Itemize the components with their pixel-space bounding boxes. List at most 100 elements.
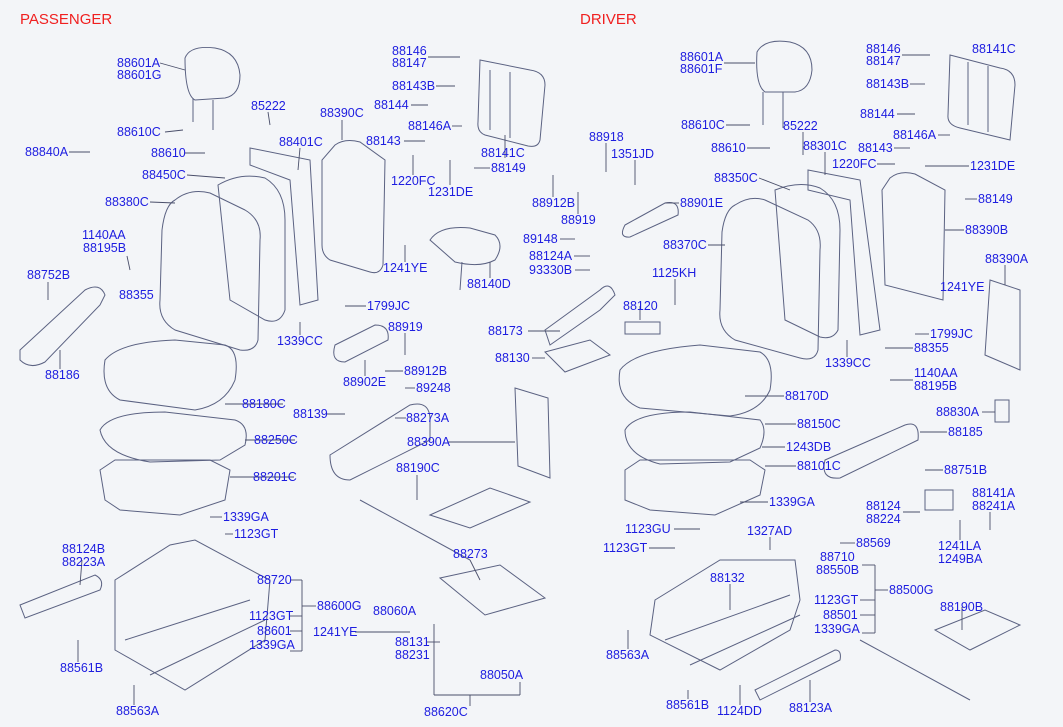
- part-number-label[interactable]: 1799JC: [930, 327, 974, 341]
- part-number-label[interactable]: 88901E: [680, 196, 724, 210]
- part-number-label[interactable]: 85222: [783, 119, 818, 133]
- part-number-label[interactable]: 88561B: [60, 661, 104, 675]
- part-number-label[interactable]: 88752B: [27, 268, 71, 282]
- part-number-label[interactable]: 88918: [589, 130, 624, 144]
- part-number-label[interactable]: 88501: [823, 608, 858, 622]
- part-number-label[interactable]: 88150C: [797, 417, 841, 431]
- part-number-label[interactable]: 89248: [416, 381, 451, 395]
- part-number-label[interactable]: 88710: [820, 550, 855, 564]
- part-number-label[interactable]: 88601G: [117, 68, 162, 82]
- part-number-label[interactable]: 88561B: [666, 698, 710, 712]
- part-number-label[interactable]: 88190C: [396, 461, 440, 475]
- part-number-label[interactable]: 88500G: [889, 583, 934, 597]
- part-number-label[interactable]: 88390C: [320, 106, 364, 120]
- part-number-label[interactable]: 1799JC: [367, 299, 411, 313]
- part-number-label[interactable]: 93330B: [529, 263, 573, 277]
- part-number-label[interactable]: 1140AA: [914, 366, 958, 380]
- part-number-label[interactable]: 1123GT: [249, 609, 294, 623]
- part-number-label[interactable]: 1231DE: [428, 185, 474, 199]
- part-number-label[interactable]: 88563A: [116, 704, 160, 718]
- part-number-label[interactable]: 88146: [866, 42, 901, 56]
- part-number-label[interactable]: 88370C: [663, 238, 707, 252]
- part-number-label[interactable]: 88601F: [680, 62, 723, 76]
- part-number-label[interactable]: 88350C: [714, 171, 758, 185]
- part-number-label[interactable]: 88450C: [142, 168, 186, 182]
- part-number-label[interactable]: 88130: [495, 351, 530, 365]
- part-number-label[interactable]: 1339GA: [769, 495, 815, 509]
- part-number-label[interactable]: 1125KH: [652, 266, 697, 280]
- part-number-label[interactable]: 88390B: [965, 223, 1009, 237]
- part-number-label[interactable]: 88147: [392, 56, 427, 70]
- part-number-label[interactable]: 88124B: [62, 542, 106, 556]
- part-number-label[interactable]: 1339CC: [277, 334, 323, 348]
- part-number-label[interactable]: 88601A: [117, 56, 161, 70]
- part-number-label[interactable]: 88390A: [407, 435, 451, 449]
- part-number-label[interactable]: 88224: [866, 512, 901, 526]
- part-number-label[interactable]: 88720: [257, 573, 292, 587]
- part-number-label[interactable]: 88201C: [253, 470, 297, 484]
- part-number-label[interactable]: 88173: [488, 324, 523, 338]
- part-number-label[interactable]: 1339CC: [825, 356, 871, 370]
- part-number-label[interactable]: 1123GU: [625, 522, 671, 536]
- part-number-label[interactable]: 88250C: [254, 433, 298, 447]
- part-number-label[interactable]: 88060A: [373, 604, 417, 618]
- part-number-label[interactable]: 88180C: [242, 397, 286, 411]
- part-number-label[interactable]: 88610: [711, 141, 746, 155]
- part-number-label[interactable]: 88139: [293, 407, 328, 421]
- part-number-label[interactable]: 88050A: [480, 668, 524, 682]
- part-number-label[interactable]: 88241A: [972, 499, 1016, 513]
- part-number-label[interactable]: 88912B: [404, 364, 448, 378]
- part-number-label[interactable]: 88186: [45, 368, 80, 382]
- part-number-label[interactable]: 88919: [561, 213, 596, 227]
- part-number-label[interactable]: 88131: [395, 635, 430, 649]
- part-number-label[interactable]: 88569: [856, 536, 891, 550]
- part-number-label[interactable]: 88301C: [803, 139, 847, 153]
- part-number-label[interactable]: 88563A: [606, 648, 650, 662]
- part-number-label[interactable]: 88143B: [866, 77, 910, 91]
- part-number-label[interactable]: 88902E: [343, 375, 387, 389]
- part-number-label[interactable]: 88223A: [62, 555, 106, 569]
- part-number-label[interactable]: 88601: [257, 624, 292, 638]
- part-number-label[interactable]: 1241YE: [940, 280, 985, 294]
- part-number-label[interactable]: 88170D: [785, 389, 829, 403]
- part-number-label[interactable]: 88141A: [972, 486, 1016, 500]
- part-number-label[interactable]: 88190B: [940, 600, 984, 614]
- part-number-label[interactable]: 88751B: [944, 463, 988, 477]
- part-number-label[interactable]: 88195B: [914, 379, 958, 393]
- part-number-label[interactable]: 88140D: [467, 277, 511, 291]
- part-number-label[interactable]: 1339GA: [223, 510, 269, 524]
- part-number-label[interactable]: 1123GT: [603, 541, 648, 555]
- part-number-label[interactable]: 1243DB: [786, 440, 832, 454]
- part-number-label[interactable]: 1124DD: [717, 704, 762, 718]
- part-number-label[interactable]: 89148: [523, 232, 558, 246]
- part-number-label[interactable]: 88120: [623, 299, 658, 313]
- part-number-label[interactable]: 88273: [453, 547, 488, 561]
- part-number-label[interactable]: 1123GT: [234, 527, 279, 541]
- part-number-label[interactable]: 88124A: [529, 249, 573, 263]
- part-number-label[interactable]: 88101C: [797, 459, 841, 473]
- part-number-label[interactable]: 1339GA: [249, 638, 295, 652]
- part-number-label[interactable]: 88912B: [532, 196, 576, 210]
- part-number-label[interactable]: 88600G: [317, 599, 362, 613]
- part-number-label[interactable]: 88840A: [25, 145, 69, 159]
- part-number-label[interactable]: 88144: [860, 107, 895, 121]
- part-number-label[interactable]: 1351JD: [611, 147, 655, 161]
- part-number-label[interactable]: 88231: [395, 648, 430, 662]
- part-number-label[interactable]: 1241YE: [383, 261, 428, 275]
- part-number-label[interactable]: 88601A: [680, 50, 724, 64]
- part-number-label[interactable]: 88146: [392, 44, 427, 58]
- part-number-label[interactable]: 1220FC: [391, 174, 436, 188]
- part-number-label[interactable]: 88195B: [83, 241, 127, 255]
- part-number-label[interactable]: 88380C: [105, 195, 149, 209]
- part-number-label[interactable]: 1241YE: [313, 625, 358, 639]
- part-number-label[interactable]: 88620C: [424, 705, 468, 719]
- part-number-label[interactable]: 1123GT: [814, 593, 859, 607]
- part-number-label[interactable]: 88143: [858, 141, 893, 155]
- part-number-label[interactable]: 85222: [251, 99, 286, 113]
- part-number-label[interactable]: 88355: [914, 341, 949, 355]
- part-number-label[interactable]: 88610C: [117, 125, 161, 139]
- part-number-label[interactable]: 88124: [866, 499, 901, 513]
- part-number-label[interactable]: 88610C: [681, 118, 725, 132]
- part-number-label[interactable]: 1249BA: [938, 552, 983, 566]
- part-number-label[interactable]: 88149: [978, 192, 1013, 206]
